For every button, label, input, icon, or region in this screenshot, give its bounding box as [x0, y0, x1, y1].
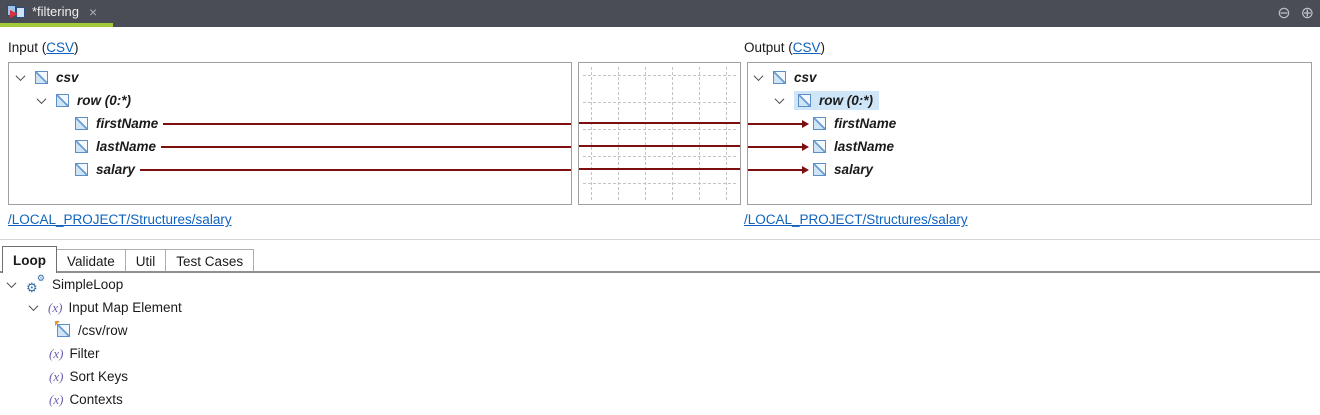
tab-validate[interactable]: Validate: [56, 249, 126, 272]
input-field-label: salary: [96, 162, 136, 177]
mapping-file-icon: [6, 4, 26, 19]
output-header-suffix: ): [820, 40, 826, 55]
view-actions: ⊖ ⊕: [1277, 0, 1314, 27]
input-csv-link[interactable]: CSV: [46, 40, 75, 55]
xpath-label: /csv/row: [78, 323, 128, 338]
maximize-icon[interactable]: ⊕: [1300, 4, 1314, 22]
loop-node-xpath[interactable]: /csv/row: [0, 319, 1320, 342]
loop-node-filter[interactable]: (x) Filter: [0, 342, 1320, 365]
loop-node-sort-keys[interactable]: (x) Sort Keys: [0, 365, 1320, 388]
output-root-label: csv: [794, 70, 817, 85]
output-field-label: salary: [834, 162, 874, 177]
input-header-suffix: ): [74, 40, 79, 55]
chevron-down-icon[interactable]: [753, 71, 764, 82]
selected-node-highlight: row (0:*): [794, 91, 879, 110]
input-field-salary[interactable]: salary: [9, 158, 571, 181]
output-field-lastname[interactable]: lastName: [748, 135, 1311, 158]
input-node-csv[interactable]: csv: [9, 66, 571, 89]
output-field-label: firstName: [834, 116, 897, 131]
input-field-label: firstName: [96, 116, 159, 131]
mapping-line[interactable]: [579, 122, 740, 124]
output-field-firstname[interactable]: firstName: [748, 112, 1311, 135]
horizontal-splitter[interactable]: [0, 239, 1320, 240]
contexts-label: Contexts: [69, 392, 123, 407]
element-icon: [56, 94, 69, 107]
editor-tab-filtering[interactable]: *filtering ×: [0, 0, 113, 27]
minimize-icon[interactable]: ⊖: [1277, 4, 1291, 22]
output-node-row-selected[interactable]: row (0:*): [748, 89, 1311, 112]
input-panel-header: Input (CSV): [8, 40, 79, 55]
input-structure-link[interactable]: /LOCAL_PROJECT/Structures/salary: [8, 212, 232, 227]
mapping-line: [748, 122, 802, 125]
mapping-line: [163, 122, 571, 125]
loop-node-simpleloop[interactable]: ⚙⚙ SimpleLoop: [0, 273, 1320, 296]
input-field-label: lastName: [96, 139, 157, 154]
mapping-line: [140, 168, 571, 171]
editor-tab-title: *filtering: [32, 4, 79, 19]
function-icon: (x): [49, 368, 64, 384]
chevron-down-icon[interactable]: [15, 71, 26, 82]
active-tab-accent: [0, 23, 113, 27]
element-icon: [773, 71, 786, 84]
chevron-down-icon[interactable]: [28, 301, 39, 312]
sort-keys-label: Sort Keys: [69, 369, 128, 384]
mapping-line[interactable]: [579, 168, 740, 170]
loop-root-label: SimpleLoop: [52, 277, 124, 292]
chevron-down-icon[interactable]: [6, 278, 17, 289]
input-tree-panel: csv row (0:*) firstName lastName salary: [8, 62, 572, 205]
element-xpath-icon: [55, 321, 70, 337]
mapping-canvas[interactable]: [578, 62, 741, 205]
output-loop-node-label: row (0:*): [819, 93, 873, 108]
tab-util[interactable]: Util: [124, 249, 167, 272]
output-panel-header: Output (CSV): [744, 40, 825, 55]
output-field-label: lastName: [834, 139, 895, 154]
gears-icon: ⚙⚙: [26, 273, 45, 295]
function-icon: (x): [49, 345, 64, 361]
element-icon: [35, 71, 48, 84]
filter-label: Filter: [69, 346, 100, 361]
mapping-line[interactable]: [579, 145, 740, 147]
mapping-line: [748, 145, 802, 148]
input-root-label: csv: [56, 70, 79, 85]
input-node-row[interactable]: row (0:*): [9, 89, 571, 112]
element-icon: [75, 117, 88, 130]
properties-tab-bar: Loop Validate Util Test Cases: [2, 246, 255, 274]
arrow-head-icon: [802, 165, 809, 174]
output-structure-link[interactable]: /LOCAL_PROJECT/Structures/salary: [744, 212, 968, 227]
arrow-head-icon: [802, 119, 809, 128]
function-icon: (x): [48, 299, 63, 315]
element-icon: [813, 117, 826, 130]
chevron-down-icon[interactable]: [36, 94, 47, 105]
input-loop-node-label: row (0:*): [77, 93, 131, 108]
tab-test-cases[interactable]: Test Cases: [165, 249, 255, 272]
input-field-firstname[interactable]: firstName: [9, 112, 571, 135]
function-icon: (x): [49, 391, 64, 407]
mapping-line: [748, 168, 802, 171]
loop-node-contexts[interactable]: (x) Contexts: [0, 388, 1320, 411]
close-icon[interactable]: ×: [88, 3, 98, 20]
loop-node-input-map-element[interactable]: (x) Input Map Element: [0, 296, 1320, 319]
editor-tab-bar: *filtering × ⊖ ⊕: [0, 0, 1320, 27]
element-icon: [75, 140, 88, 153]
tab-underline: [0, 271, 1320, 273]
element-icon: [813, 163, 826, 176]
output-tree-panel: csv row (0:*) firstName lastName salary: [747, 62, 1312, 205]
output-csv-link[interactable]: CSV: [792, 40, 821, 55]
input-header-text: Input (: [8, 40, 47, 55]
chevron-down-icon[interactable]: [774, 94, 785, 105]
arrow-head-icon: [802, 142, 809, 151]
element-icon: [813, 140, 826, 153]
input-field-lastname[interactable]: lastName: [9, 135, 571, 158]
mapping-line: [161, 145, 571, 148]
output-node-csv[interactable]: csv: [748, 66, 1311, 89]
element-icon: [798, 94, 811, 107]
output-header-text: Output (: [744, 40, 793, 55]
element-icon: [75, 163, 88, 176]
tab-loop[interactable]: Loop: [2, 246, 57, 273]
output-field-salary[interactable]: salary: [748, 158, 1311, 181]
input-map-element-label: Input Map Element: [68, 300, 182, 315]
